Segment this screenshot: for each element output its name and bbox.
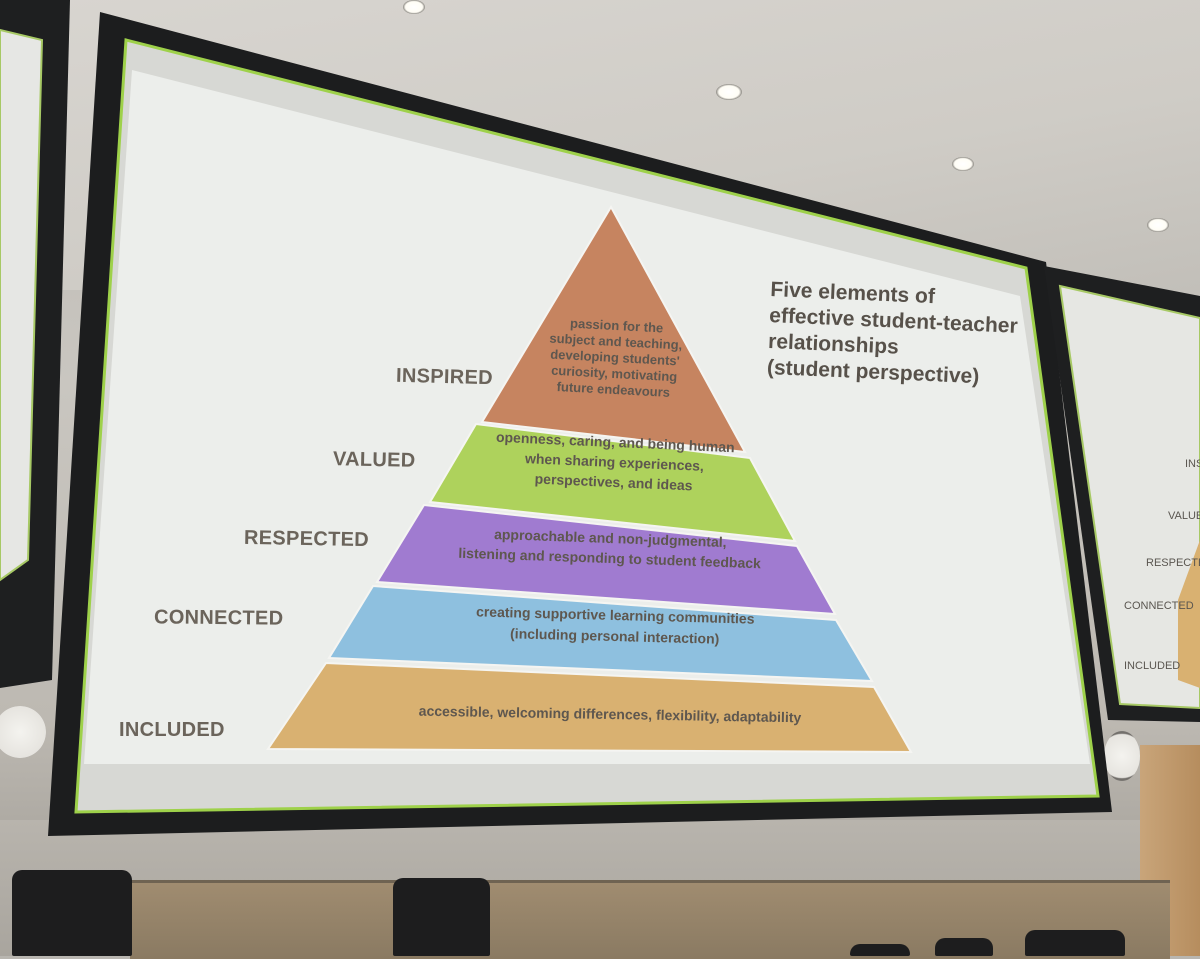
ceiling-light [1147, 218, 1169, 232]
chair[interactable] [1025, 930, 1125, 956]
lecture-desk [130, 880, 1170, 959]
wall-clock [1104, 731, 1140, 781]
side-label-respected: RESPECTED [1146, 557, 1200, 569]
pyramid-layer-connected [327, 584, 874, 683]
level-label-included: INCLUDED [119, 719, 225, 741]
side-label-included: INCLUDED [1124, 660, 1181, 672]
side-label-connected: CONNECTED [1124, 600, 1194, 612]
right-screen-display [1058, 284, 1200, 710]
layer-text-inspired: passion for the subject and teaching, de… [549, 315, 683, 400]
pyramid-layer-respected [375, 503, 837, 616]
left-screen-display [0, 28, 44, 582]
level-label-connected: CONNECTED [153, 606, 284, 630]
pyramid-layer-inspired [480, 204, 747, 454]
ceiling-light [403, 0, 425, 14]
level-label-inspired: INSPIRED [395, 364, 494, 390]
chair[interactable] [850, 944, 910, 956]
ceiling-light [716, 84, 742, 100]
pyramid-layer-included [266, 661, 913, 754]
level-label-respected: RESPECTED [243, 526, 370, 552]
slide-title: Five elements of effective student-teach… [766, 277, 1019, 389]
chair[interactable] [935, 938, 993, 956]
wall-clock [0, 706, 46, 758]
chair[interactable] [12, 870, 132, 956]
right-screen-pyramid-base [1178, 540, 1200, 688]
side-label-valued: VALUED [1168, 510, 1200, 522]
level-label-valued: VALUED [332, 448, 416, 472]
pyramid-layer-valued [428, 422, 797, 543]
chair[interactable] [393, 878, 490, 956]
ceiling-light [952, 157, 974, 171]
side-label-inspired: INSP [1185, 458, 1200, 470]
